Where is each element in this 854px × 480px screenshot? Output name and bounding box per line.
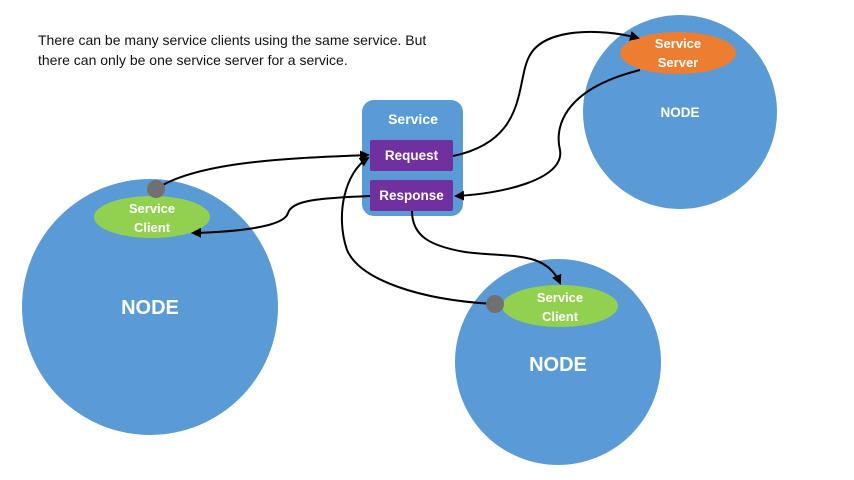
response-label: Response xyxy=(379,188,444,203)
service-server-ellipse xyxy=(620,32,736,74)
service-client-left-ellipse xyxy=(94,196,210,238)
caption-text: There can be many service clients using … xyxy=(38,30,468,70)
request-label: Request xyxy=(385,148,439,163)
arrow-bottom-client-to-request xyxy=(340,156,495,305)
service-title: Service xyxy=(388,111,438,127)
node-left-circle xyxy=(22,179,278,435)
arrow-response-to-bottom-client xyxy=(411,210,562,285)
service-client-bottom-ellipse xyxy=(502,285,618,327)
request-box xyxy=(370,140,453,171)
service-server-label-line-1: Service xyxy=(655,36,701,51)
node-left-label: NODE xyxy=(121,297,179,319)
response-box xyxy=(370,180,453,211)
node-server-label: NODE xyxy=(660,105,699,120)
left-client-port xyxy=(147,180,165,198)
service-client-bottom-label-line-2: Client xyxy=(542,309,579,324)
arrow-left-client-to-request xyxy=(155,150,370,190)
service-client-left-label-line-1: Service xyxy=(129,201,175,216)
service-client-left-label-line-2: Client xyxy=(134,220,171,235)
caption-line-1: There can be many service clients using … xyxy=(38,32,427,48)
arrow-request-to-server xyxy=(452,30,640,157)
arrow-response-to-left-client xyxy=(191,195,371,238)
arrow-server-to-response xyxy=(454,69,641,201)
service-server-label-line-2: Server xyxy=(658,55,698,70)
node-bottom-label: NODE xyxy=(529,354,587,376)
service-client-bottom-label-line-1: Service xyxy=(537,290,583,305)
caption-line-2: there can only be one service server for… xyxy=(38,52,348,68)
bottom-client-port xyxy=(486,295,504,313)
